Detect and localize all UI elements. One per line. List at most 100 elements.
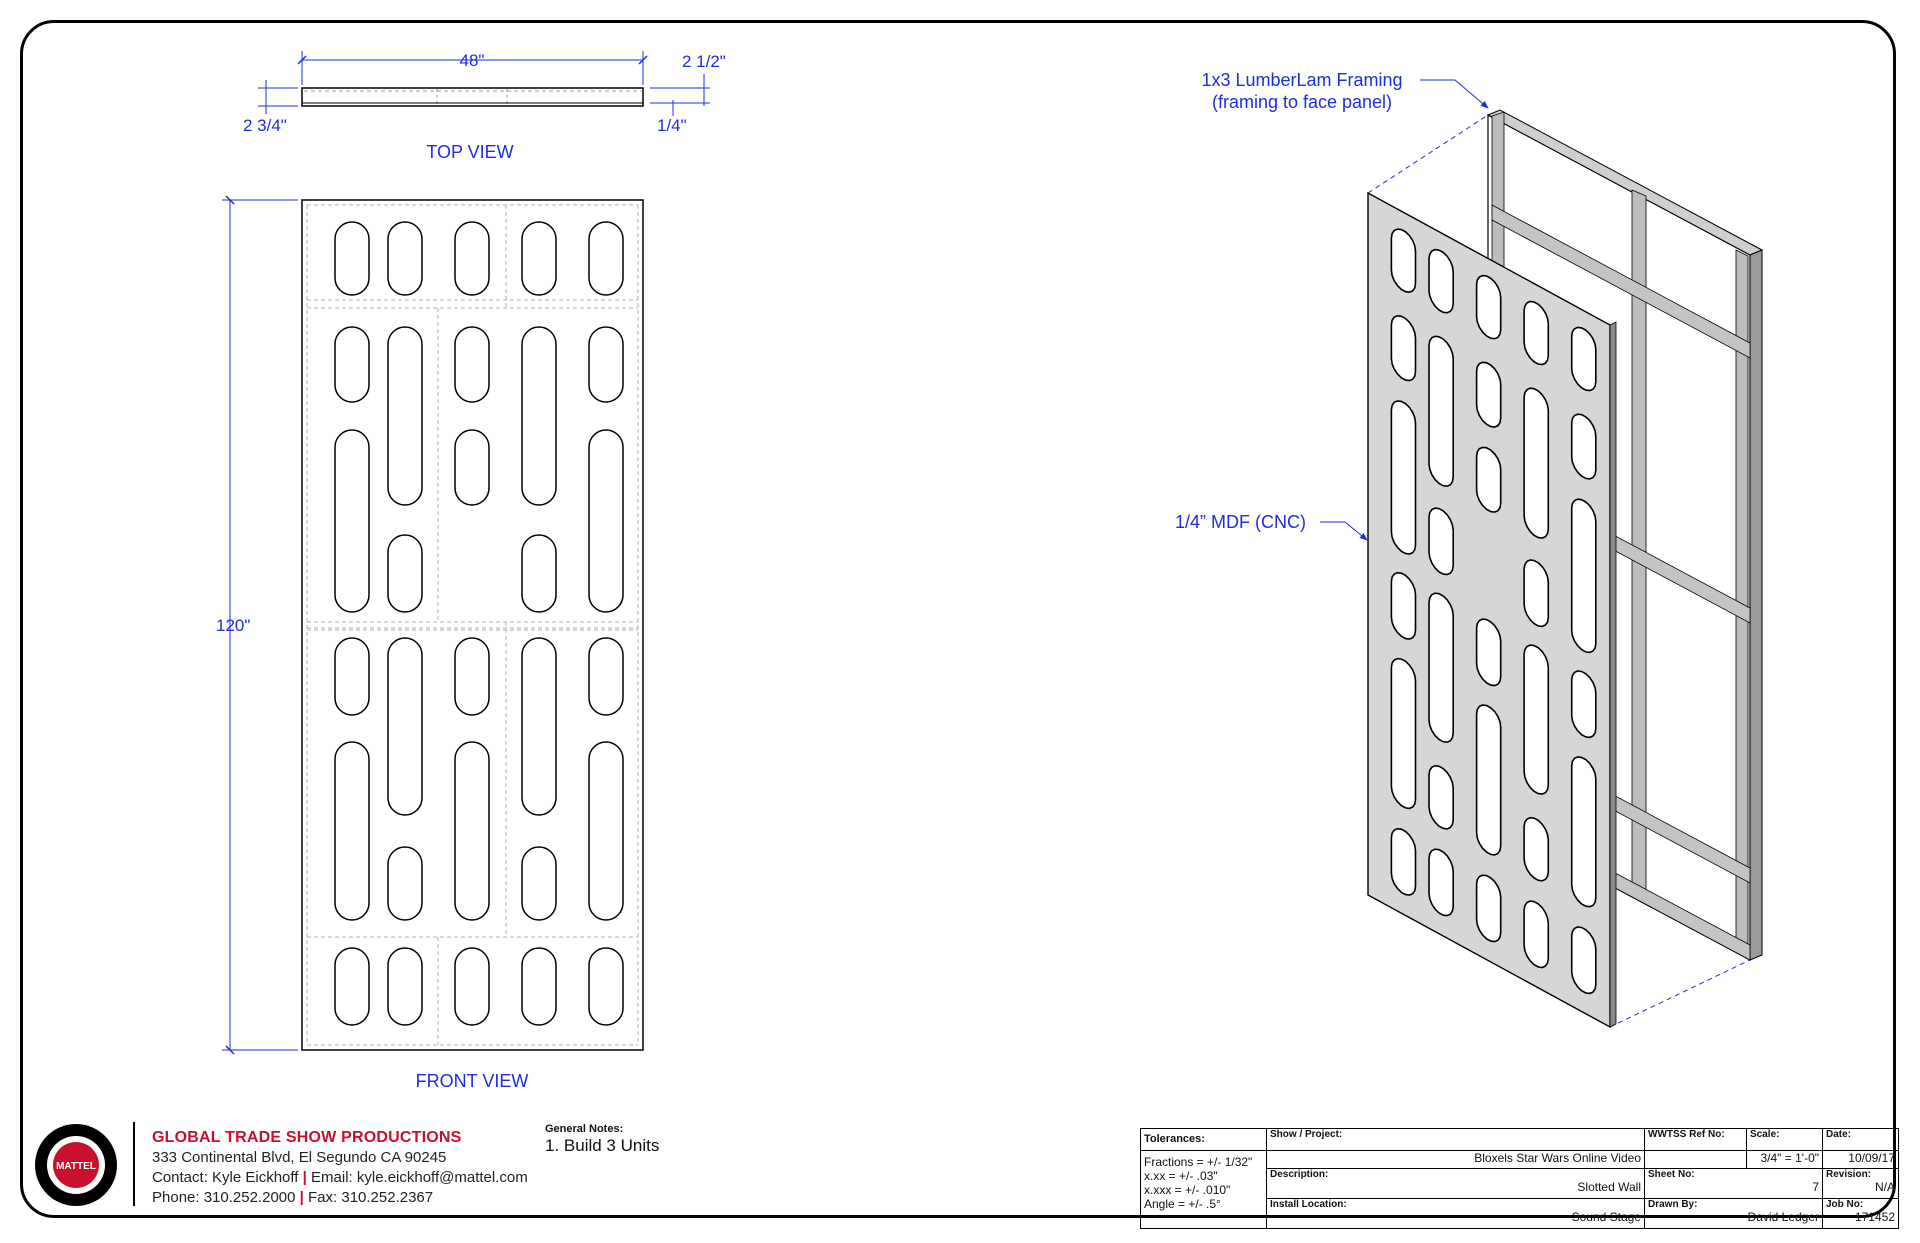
iso-slot-cutout xyxy=(1570,926,1597,995)
description-cell: Description:Slotted Wall xyxy=(1266,1168,1645,1199)
panel-label: 1/4” MDF (CNC) xyxy=(1175,512,1306,532)
dim-depth-label: 2 1/2" xyxy=(682,52,726,71)
alignment-line xyxy=(1367,114,1489,194)
slot-cutout xyxy=(454,326,490,403)
slot-cutout xyxy=(521,534,557,613)
iso-slot-cutout xyxy=(1390,827,1417,896)
slot-cutout xyxy=(454,947,490,1026)
revision-cell: Revision:N/A xyxy=(1822,1168,1899,1199)
notes-heading: General Notes: xyxy=(545,1123,624,1135)
location-cell: Install Location:Sound Stage xyxy=(1266,1198,1645,1229)
top-view-title: TOP VIEW xyxy=(426,142,513,162)
iso-slot-cutout xyxy=(1390,228,1417,294)
slot-cutout xyxy=(521,326,557,506)
dim-left-label: 2 3/4" xyxy=(243,116,287,135)
dim-width-label: 48" xyxy=(460,51,485,70)
slot-cutout xyxy=(454,741,490,921)
slot-cutout xyxy=(387,221,423,296)
company-block: GLOBAL TRADE SHOW PRODUCTIONS 333 Contin… xyxy=(152,1128,528,1208)
tolerance-angle: Angle = +/- .5° xyxy=(1144,1197,1221,1211)
alignment-line xyxy=(1609,959,1751,1028)
iso-slot-cutout xyxy=(1570,413,1597,480)
phone-number: Phone: 310.252.2000 xyxy=(152,1189,296,1206)
tolerance-three-place: x.xxx = +/- .010" xyxy=(1144,1183,1231,1197)
slot-cutout xyxy=(334,947,370,1026)
iso-slot-cutout xyxy=(1475,361,1502,428)
scale-value: 3/4" = 1'-0" xyxy=(1746,1150,1823,1169)
slot-cutout xyxy=(454,637,490,716)
date-value: 10/09/17 xyxy=(1822,1150,1899,1169)
slot-cutout xyxy=(334,637,370,716)
iso-slot-cutout xyxy=(1428,764,1454,830)
dim-face-label: 1/4" xyxy=(657,116,687,135)
iso-slot-cutout xyxy=(1523,816,1550,882)
show-cell: Show / Project: xyxy=(1266,1128,1645,1151)
date-cell: Date: xyxy=(1822,1128,1899,1151)
slot-cutout xyxy=(334,221,370,296)
slot-cutout xyxy=(588,221,624,296)
iso-slot-cutout xyxy=(1428,848,1454,917)
iso-slot-cutout xyxy=(1475,618,1502,687)
iso-slot-cutout xyxy=(1390,314,1417,382)
framing-sublabel: (framing to face panel) xyxy=(1212,92,1392,112)
iso-slot-cutout xyxy=(1475,446,1502,513)
iso-slot-cutout xyxy=(1523,300,1550,366)
slot-cutout xyxy=(588,947,624,1026)
slot-cutout xyxy=(521,947,557,1026)
show-value: Bloxels Star Wars Online Video xyxy=(1266,1150,1645,1169)
front-view-hidden-frame xyxy=(306,204,639,1046)
iso-slot-cutout xyxy=(1475,274,1502,340)
iso-slot-cutout xyxy=(1475,874,1502,943)
slot-cutout xyxy=(387,947,423,1026)
scale-cell: Scale: xyxy=(1746,1128,1823,1151)
slot-cutout xyxy=(588,429,624,613)
panel-leader xyxy=(1320,521,1368,541)
slot-cutout xyxy=(521,221,557,296)
iso-view: 1x3 LumberLam Framing (framing to face p… xyxy=(1175,70,1764,1029)
iso-slot-cutout xyxy=(1428,507,1454,576)
tolerances-header: Tolerances: xyxy=(1140,1128,1267,1151)
sheet-cell: Sheet No:7 xyxy=(1644,1168,1823,1199)
iso-slot-cutout xyxy=(1570,670,1597,739)
slot-cutout xyxy=(521,637,557,816)
front-view-slots xyxy=(334,221,624,1026)
slot-cutout xyxy=(334,429,370,613)
dim-height-label: 120" xyxy=(216,616,250,635)
iso-slot-cutout xyxy=(1428,335,1454,488)
ref-value xyxy=(1644,1150,1747,1169)
front-view: 120" FRONT VIEW xyxy=(216,195,644,1091)
logo-text: MATTEL xyxy=(56,1161,96,1172)
iso-slot-cutout xyxy=(1390,657,1417,810)
tolerance-fractions: Fractions = +/- 1/32" xyxy=(1144,1155,1253,1169)
contact-email: Email: kyle.eickhoff@mattel.com xyxy=(311,1169,528,1186)
front-view-title: FRONT VIEW xyxy=(416,1071,529,1091)
slot-cutout xyxy=(588,741,624,921)
company-phone: Phone: 310.252.2000 | Fax: 310.252.2367 xyxy=(152,1189,434,1206)
contact-name: Contact: Kyle Eickhoff xyxy=(152,1169,299,1186)
ref-cell: WWTSS Ref No: xyxy=(1644,1128,1747,1151)
iso-slot-cutout xyxy=(1428,248,1454,314)
iso-slot-cutout xyxy=(1523,900,1550,969)
framing-label: 1x3 LumberLam Framing xyxy=(1201,70,1402,90)
slot-cutout xyxy=(334,741,370,921)
framing-rail xyxy=(1491,204,1751,359)
slot-cutout xyxy=(454,429,490,506)
iso-slot-cutout xyxy=(1570,326,1597,392)
iso-slot-cutout xyxy=(1390,571,1417,640)
job-cell: Job No:171452 xyxy=(1822,1198,1899,1229)
iso-slot-cutout xyxy=(1523,559,1550,628)
iso-slot-cutout xyxy=(1570,756,1597,908)
iso-slot-cutout xyxy=(1475,704,1502,856)
general-notes: General Notes: 1. Build 3 Units xyxy=(545,1123,659,1156)
company-contact: Contact: Kyle Eickhoff | Email: kyle.eic… xyxy=(152,1169,528,1186)
tolerances-values: Fractions = +/- 1/32" x.xx = +/- .03" x.… xyxy=(1140,1150,1267,1229)
slot-cutout xyxy=(588,326,624,403)
iso-slot-cutout xyxy=(1428,592,1454,744)
framing-side-edge xyxy=(1749,249,1763,961)
iso-slot-cutout xyxy=(1390,400,1417,555)
mattel-logo: MATTEL xyxy=(35,1124,117,1206)
slot-cutout xyxy=(454,221,490,296)
iso-slot-cutout xyxy=(1570,498,1597,654)
framing-leader xyxy=(1420,79,1489,109)
iso-slot-cutout xyxy=(1523,387,1550,539)
